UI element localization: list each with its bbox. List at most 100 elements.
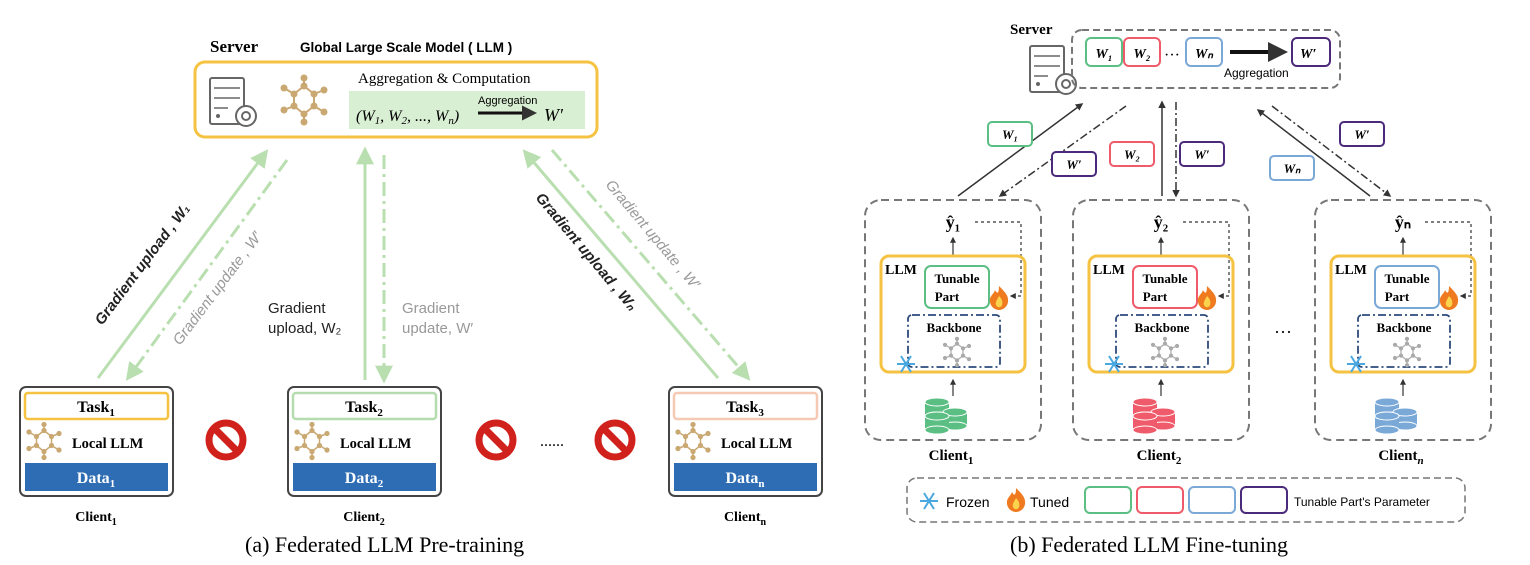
legend-box — [906, 477, 1466, 523]
backbone-label: Backbone — [1135, 320, 1190, 335]
link-label-wn: Wₙ — [1284, 161, 1302, 176]
left-agg-formula: (W1, W2, ..., Wn) — [356, 108, 459, 127]
link-label-w2: W₂ — [1124, 147, 1140, 162]
right-client-name: Clientn — [1378, 448, 1423, 467]
right-server-icon — [1029, 45, 1077, 95]
left-agg-arrow-label: Aggregation — [478, 95, 537, 107]
right-client-frame — [864, 199, 1042, 441]
data-box — [293, 463, 436, 491]
data-label: Data1 — [77, 470, 115, 490]
left-caption: (a) Federated LLM Pre-training — [245, 532, 524, 557]
left-agg-panel — [349, 91, 585, 129]
no-sharing-icon-3 — [598, 423, 632, 457]
data-sub: n — [758, 478, 764, 490]
legend-swatch-purple — [1240, 486, 1288, 514]
update-label-client-2-line1: Gradient — [402, 300, 460, 317]
right-upload-link-1 — [957, 103, 1084, 197]
tuned-flame-icon — [1197, 286, 1217, 310]
right-server-label: Server — [1010, 22, 1053, 38]
task-sub: 2 — [377, 407, 383, 419]
data-label: Data2 — [345, 470, 384, 490]
right-weights-ellipsis: ··· — [1164, 47, 1180, 64]
link-label-wprime_n: W′ — [1354, 127, 1370, 142]
upload-arrow-client-1 — [96, 149, 269, 379]
task-box — [672, 391, 819, 421]
right-agg-result-box — [1291, 37, 1331, 67]
backbone-llm-icon — [942, 336, 972, 368]
link-label-wprime_2: W′ — [1194, 147, 1210, 162]
left-client-name: Client2 — [343, 510, 385, 528]
link-label-box-wprime_1 — [1051, 151, 1097, 177]
server-weight-label-3: Wₙ — [1195, 47, 1214, 62]
llm-box — [879, 254, 1027, 374]
right-client-name-sub: n — [1418, 455, 1424, 467]
upload-arrow-client-n — [522, 149, 720, 379]
frozen-snowflake-icon — [896, 355, 916, 373]
right-client-name: Client2 — [1137, 448, 1182, 467]
local-llm-label: Local LLM — [340, 436, 412, 452]
link-label-wprime_1: W′ — [1066, 157, 1082, 172]
tunable-label-1: Tunable — [934, 271, 979, 286]
right-upload-link-n — [1256, 109, 1371, 197]
left-client-name: Clientn — [724, 510, 767, 528]
update-arrow-client-n — [550, 149, 751, 381]
upload-label-client-2-line1: Gradient — [268, 300, 326, 317]
legend-param-label: Tunable Part's Parameter — [1294, 495, 1430, 509]
tuned-flame-icon — [1439, 286, 1459, 310]
llm-label: LLM — [1093, 263, 1125, 278]
right-client-frame — [1072, 199, 1250, 441]
tunable-label-2: Part — [1143, 289, 1168, 304]
left-clients-ellipsis: ...... — [540, 433, 564, 450]
no-sharing-icon-2 — [479, 423, 513, 457]
left-client-name-sub: 1 — [112, 517, 117, 528]
legend-swatch-green — [1084, 486, 1132, 514]
legend-swatch-red — [1136, 486, 1184, 514]
update-label-client-2-line2: update, W′ — [402, 320, 473, 337]
legend-frozen-icon — [919, 492, 939, 510]
tunable-part-box — [1374, 265, 1440, 309]
server-weight-box-3 — [1185, 37, 1223, 67]
llm-box — [1087, 254, 1235, 374]
data-box — [674, 463, 817, 491]
client-output-label: ŷₙ — [1395, 212, 1411, 232]
server-weight-box-1 — [1085, 37, 1123, 67]
task-label: Task2 — [345, 399, 383, 419]
database-icon — [1374, 397, 1418, 435]
tunable-part-box — [1132, 265, 1198, 309]
link-label-box-wprime_2 — [1179, 141, 1225, 167]
link-label-w1: W₁ — [1002, 127, 1018, 142]
upload-label-client-1: Gradient upload , W₁ — [92, 201, 194, 329]
right-update-link-1 — [998, 105, 1127, 197]
backbone-llm-icon — [1392, 336, 1422, 368]
client-output-label: ŷ₂ — [1154, 212, 1168, 232]
client-output-label: ŷ₁ — [946, 212, 960, 232]
right-clients: ŷ₁LLMTunablePartBackboneClient1ŷ₂LLMTuna… — [864, 199, 1492, 467]
left-agg-title: Aggregation & Computation — [358, 71, 531, 87]
no-sharing-icon-1 — [209, 423, 243, 457]
right-caption: (b) Federated LLM Fine-tuning — [1010, 532, 1288, 557]
database-icon — [924, 397, 968, 435]
right-client-name-sub: 2 — [1176, 455, 1182, 467]
local-llm-label: Local LLM — [72, 436, 144, 452]
local-llm-label: Local LLM — [721, 436, 793, 452]
backbone-llm-icon — [1150, 336, 1180, 368]
left-client-name-sub: n — [761, 517, 767, 528]
right-agg-label: Aggregation — [1224, 66, 1289, 80]
task-sub: 1 — [109, 407, 115, 419]
frozen-snowflake-icon — [1104, 355, 1124, 373]
task-box — [23, 391, 170, 421]
right-agg-result: W′ — [1300, 47, 1316, 62]
right-server-box — [1071, 29, 1341, 89]
tunable-label-2: Part — [1385, 289, 1410, 304]
left-client-name-sub: 2 — [380, 517, 385, 528]
tunable-label-2: Part — [935, 289, 960, 304]
backbone-label: Backbone — [1377, 320, 1432, 335]
backbone-box — [907, 314, 1001, 368]
right-clients-ellipsis: ··· — [1274, 322, 1292, 342]
